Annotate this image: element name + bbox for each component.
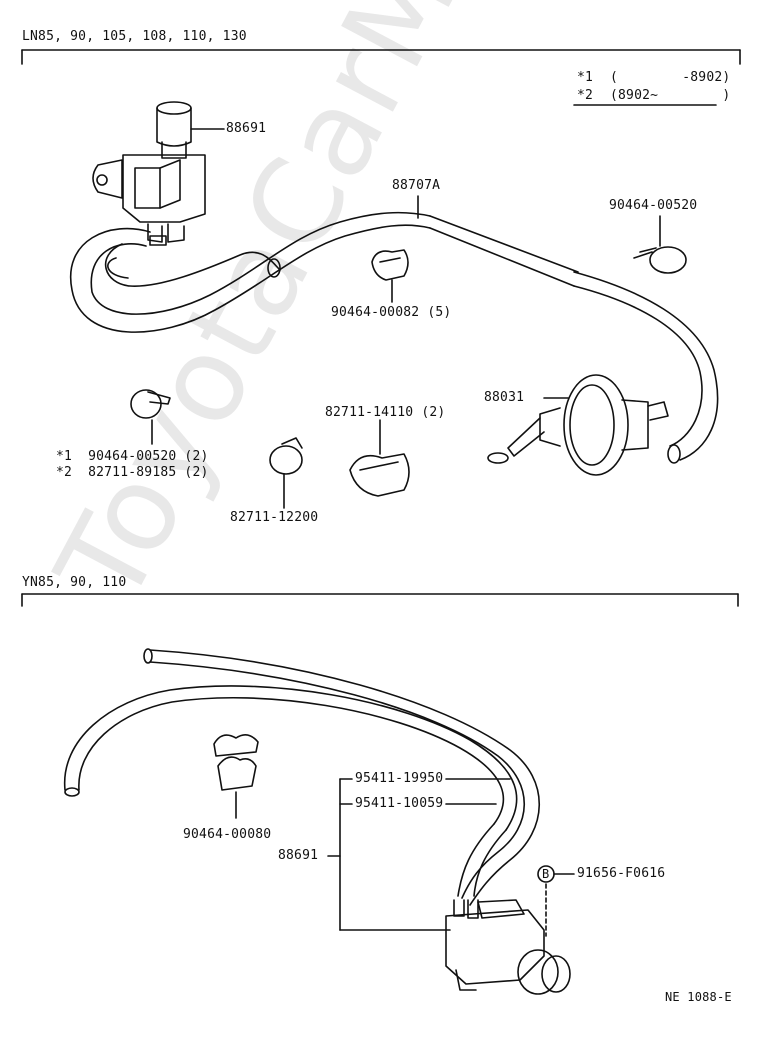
label-88031: 88031 — [484, 390, 525, 405]
label-clamp-left-2: *2 82711-89185 (2) — [56, 465, 209, 480]
label-95411-10059: 95411-10059 — [355, 796, 444, 811]
legend-row1-mark: *1 — [577, 70, 594, 85]
label-90464-00082: 90464-00082 (5) — [331, 305, 452, 320]
clips-90464-00080 — [213, 734, 259, 819]
figure-code: NE 1088-E — [665, 990, 732, 1004]
bottom-section-frame — [21, 593, 739, 607]
bolt-mark-letter: B — [542, 867, 550, 881]
label-88691-bottom: 88691 — [278, 848, 319, 863]
clip-82711-14110 — [349, 419, 410, 497]
vacuum-valve-top — [92, 101, 225, 246]
label-82711-12200: 82711-12200 — [230, 510, 319, 525]
clip-90464-00082 — [371, 249, 409, 303]
actuator-88031 — [487, 374, 669, 476]
clamp-90464-00520-right — [633, 215, 687, 274]
clamp-left — [130, 389, 171, 445]
top-section-frame — [21, 49, 741, 65]
bolt-mark-circle — [537, 865, 555, 883]
label-clamp-left-1: *1 90464-00520 (2) — [56, 449, 209, 464]
bottom-hoses — [63, 648, 540, 906]
legend-row1-text: ( -8902) — [610, 70, 731, 85]
bottom-leader-lines — [327, 778, 575, 937]
hose-88707A — [69, 195, 719, 464]
legend-row2-text: (8902~ ) — [610, 88, 731, 103]
clamp-82711-12200 — [269, 437, 303, 509]
label-88691-top: 88691 — [226, 121, 267, 136]
label-88707A: 88707A — [392, 178, 441, 193]
legend-row2-mark: *2 — [577, 88, 594, 103]
top-section-title: LN85, 90, 105, 108, 110, 130 — [22, 29, 247, 44]
label-91656-F0616: 91656-F0616 — [577, 866, 666, 881]
label-90464-00080: 90464-00080 — [183, 827, 272, 842]
label-90464-00520-right: 90464-00520 — [609, 198, 698, 213]
label-82711-14110: 82711-14110 (2) — [325, 405, 446, 420]
vacuum-valve-bottom — [445, 899, 571, 995]
label-95411-19950: 95411-19950 — [355, 771, 444, 786]
bottom-section-title: YN85, 90, 110 — [22, 575, 127, 590]
